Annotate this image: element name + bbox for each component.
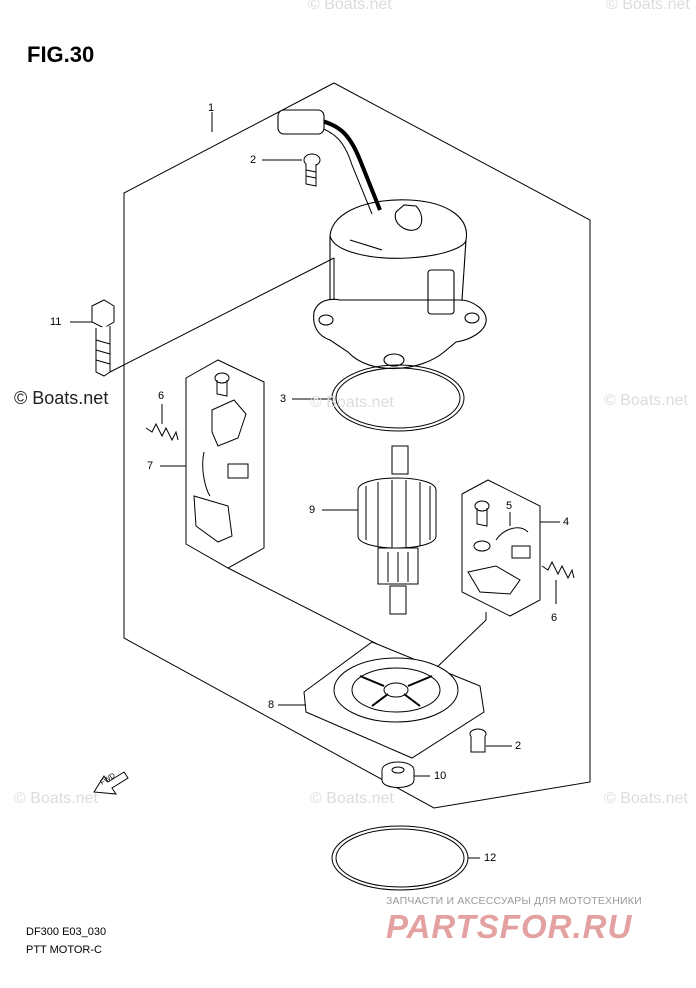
- callout-3[interactable]: 3: [280, 393, 287, 405]
- washer-10: [381, 761, 430, 788]
- end-frame-8: [278, 641, 485, 759]
- watermark-faint: © Boats.net: [310, 790, 394, 807]
- model-code: DF300 E03_030: [26, 926, 107, 938]
- brush-holder-group-right: [461, 479, 560, 617]
- brand-logo: PARTSFOR.RU: [386, 908, 633, 945]
- watermark-faint: © Boats.net: [310, 394, 394, 411]
- watermark-faint: © Boats.net: [14, 790, 98, 807]
- brush-holder-group-left: [160, 359, 265, 569]
- screw-bottom: [469, 728, 512, 753]
- callout-11[interactable]: 11: [50, 316, 62, 328]
- screw-top: [262, 153, 321, 187]
- motor-housing: [277, 109, 487, 370]
- callout-12[interactable]: 12: [484, 852, 497, 864]
- callout-2-bottom[interactable]: 2: [515, 740, 522, 752]
- o-ring-12: [331, 825, 480, 891]
- spring-left: [145, 404, 179, 442]
- callout-6-left[interactable]: 6: [158, 390, 165, 402]
- callout-8[interactable]: 8: [268, 699, 275, 711]
- figure-title: FIG.30: [27, 42, 95, 67]
- section-name: PTT MOTOR-C: [26, 944, 102, 956]
- callout-10[interactable]: 10: [434, 770, 447, 782]
- watermark-faint: © Boats.net: [604, 392, 688, 409]
- watermark-faint: © Boats.net: [606, 0, 690, 13]
- callout-6-right[interactable]: 6: [551, 612, 558, 624]
- callout-5[interactable]: 5: [506, 500, 513, 512]
- fwd-arrow-icon: [93, 771, 129, 795]
- bolt-11: [70, 257, 335, 377]
- watermark-faint: © Boats.net: [604, 790, 688, 807]
- watermark-faint: © Boats.net: [308, 0, 392, 13]
- callout-7[interactable]: 7: [147, 460, 154, 472]
- callout-4[interactable]: 4: [563, 516, 570, 528]
- callout-9[interactable]: 9: [309, 504, 316, 516]
- spring-right: [541, 560, 575, 604]
- callout-1[interactable]: 1: [208, 102, 215, 114]
- armature-9: [322, 445, 437, 615]
- o-ring-3: [292, 364, 465, 432]
- watermark-main: © Boats.net: [14, 388, 109, 408]
- callout-2-top[interactable]: 2: [250, 154, 257, 166]
- brand-tagline: ЗАПЧАСТИ И АКСЕССУАРЫ ДЛЯ МОТОТЕХНИКИ: [386, 895, 642, 907]
- assembly-outline: [123, 82, 591, 809]
